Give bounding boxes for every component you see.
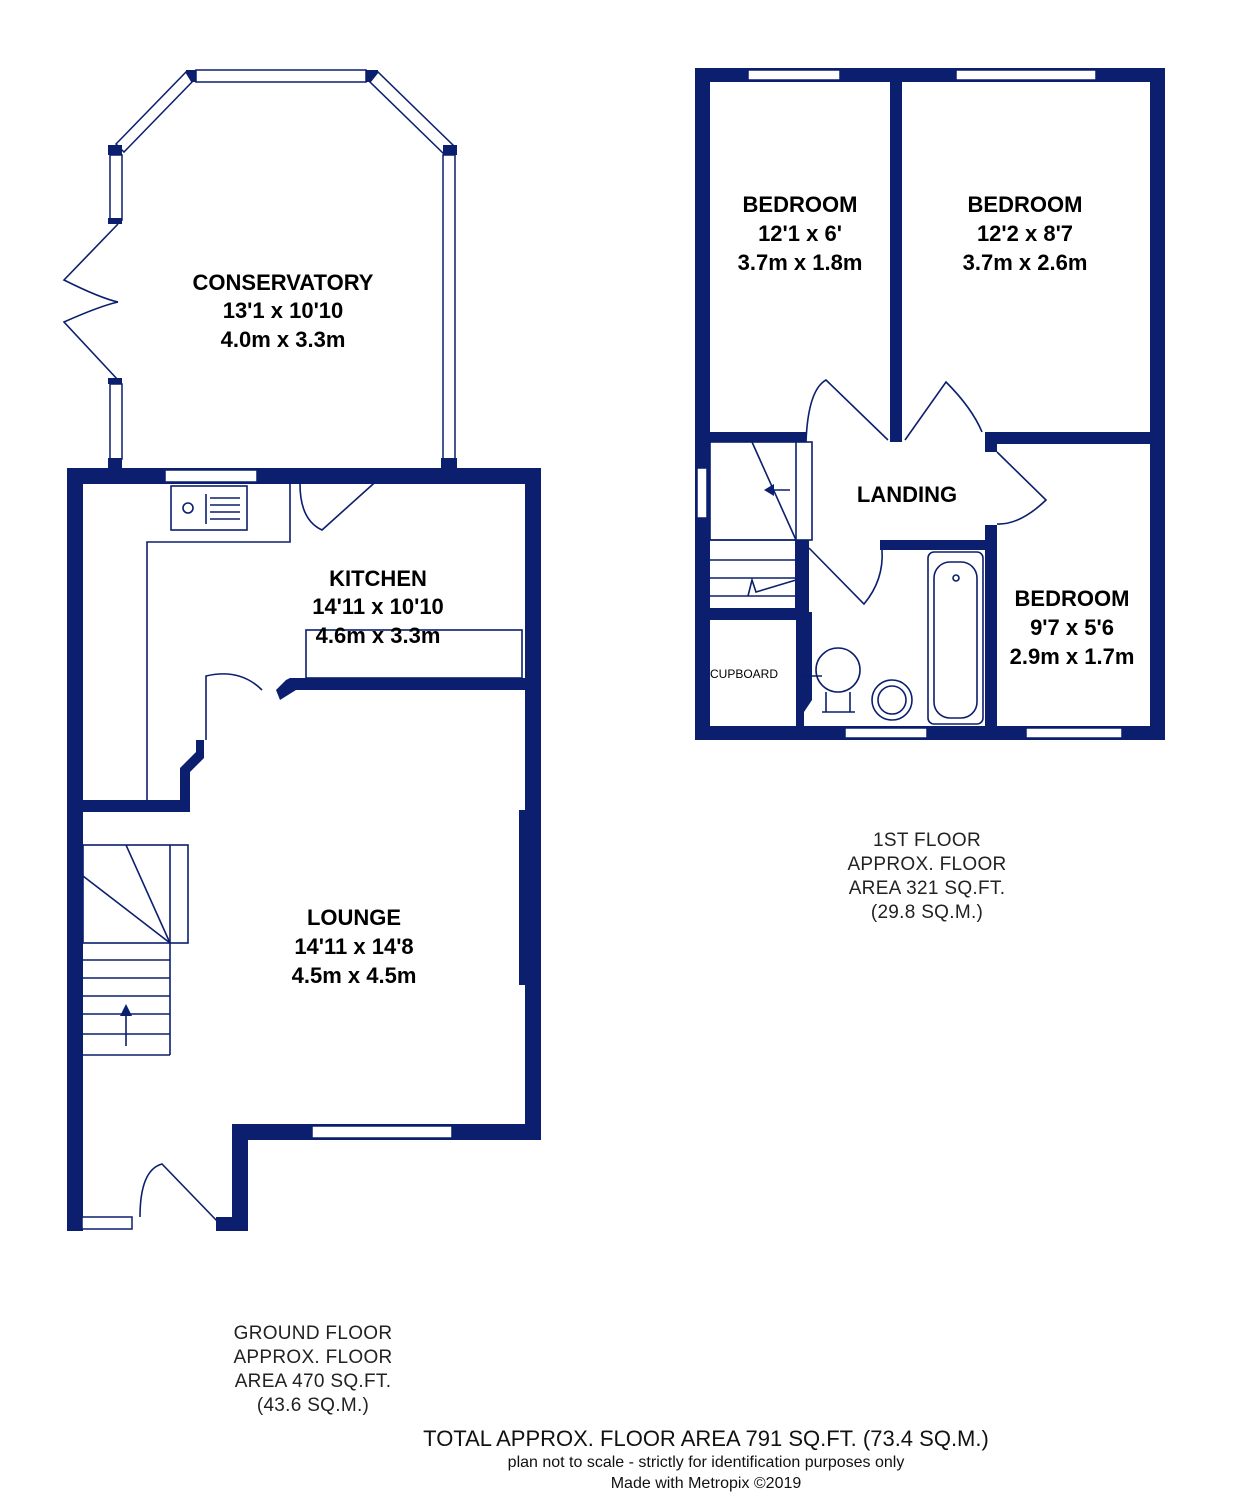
ground-floor-stairs [82, 844, 189, 1056]
ground-floor-subtitle: APPROX. FLOOR [233, 1347, 393, 1368]
bedroom-3-label: BEDROOM 9'7 x 5'6 2.9m x 1.7m [1010, 586, 1135, 669]
kitchen-label: KITCHEN 14'11 x 10'10 4.6m x 3.3m [312, 566, 444, 648]
room-dimensions-metric: 4.5m x 4.5m [292, 963, 417, 988]
bedroom-1-label: BEDROOM 12'1 x 6' 3.7m x 1.8m [738, 192, 863, 275]
room-name: BEDROOM [743, 192, 858, 217]
room-dimensions-imperial: 9'7 x 5'6 [1030, 615, 1114, 640]
sink-icon [170, 485, 248, 531]
stair-arrow-icon [120, 1004, 132, 1016]
conservatory-walls [62, 69, 457, 482]
bath-icon [927, 551, 984, 725]
first-floor-subtitle: APPROX. FLOOR [847, 854, 1007, 875]
toilet-icon [815, 647, 861, 693]
room-dimensions-imperial: 14'11 x 14'8 [294, 934, 413, 959]
cupboard-label: CUPBOARD [710, 667, 778, 681]
room-dimensions-metric: 4.6m x 3.3m [316, 623, 441, 648]
first-floor-walls [695, 68, 1165, 740]
ground-floor-title: GROUND FLOOR [233, 1323, 393, 1344]
room-dimensions-metric: 4.0m x 3.3m [221, 327, 346, 352]
ground-floor-area-info: GROUND FLOOR APPROX. FLOOR AREA 470 SQ.F… [180, 1322, 446, 1418]
landing-label: LANDING [857, 482, 957, 507]
first-floor-stairs [709, 441, 813, 597]
room-dimensions-imperial: 13'1 x 10'10 [223, 298, 344, 323]
room-dimensions-metric: 3.7m x 2.6m [963, 250, 1088, 275]
first-floor-plan [695, 68, 1165, 740]
room-name: LOUNGE [307, 905, 401, 930]
lounge-label: LOUNGE 14'11 x 14'8 4.5m x 4.5m [292, 905, 417, 988]
scale-disclaimer: plan not to scale - strictly for identif… [507, 1454, 905, 1471]
metropix-credit: Made with Metropix ©2019 [610, 1475, 802, 1492]
first-floor-area-sqft: AREA 321 SQ.FT. [848, 878, 1006, 899]
room-name: BEDROOM [968, 192, 1083, 217]
stair-arrow-icon [764, 484, 774, 496]
first-floor-title: 1ST FLOOR [873, 830, 981, 851]
basin-icon [871, 679, 913, 721]
first-floor-area-info: 1ST FLOOR APPROX. FLOOR AREA 321 SQ.FT. … [804, 829, 1050, 925]
ground-floor-area-sqft: AREA 470 SQ.FT. [234, 1371, 392, 1392]
ground-floor-plan [62, 69, 541, 1231]
room-name: CONSERVATORY [193, 270, 374, 295]
room-dimensions-imperial: 12'2 x 8'7 [977, 221, 1073, 246]
kitchen-worktop [146, 484, 523, 800]
bedroom-2-label: BEDROOM 12'2 x 8'7 3.7m x 2.6m [963, 192, 1088, 275]
room-name: KITCHEN [329, 566, 427, 591]
conservatory-label: CONSERVATORY 13'1 x 10'10 4.0m x 3.3m [193, 270, 374, 352]
first-floor-area-sqm: (29.8 SQ.M.) [870, 902, 984, 923]
total-floor-area: TOTAL APPROX. FLOOR AREA 791 SQ.FT. (73.… [423, 1426, 989, 1451]
room-name: BEDROOM [1015, 586, 1130, 611]
bathroom-fixtures [798, 551, 984, 725]
room-dimensions-imperial: 14'11 x 10'10 [312, 594, 444, 619]
room-dimensions-metric: 2.9m x 1.7m [1010, 644, 1135, 669]
room-dimensions-imperial: 12'1 x 6' [758, 221, 842, 246]
ground-floor-walls [67, 468, 541, 1231]
room-dimensions-metric: 3.7m x 1.8m [738, 250, 863, 275]
ground-floor-area-sqm: (43.6 SQ.M.) [256, 1395, 370, 1416]
